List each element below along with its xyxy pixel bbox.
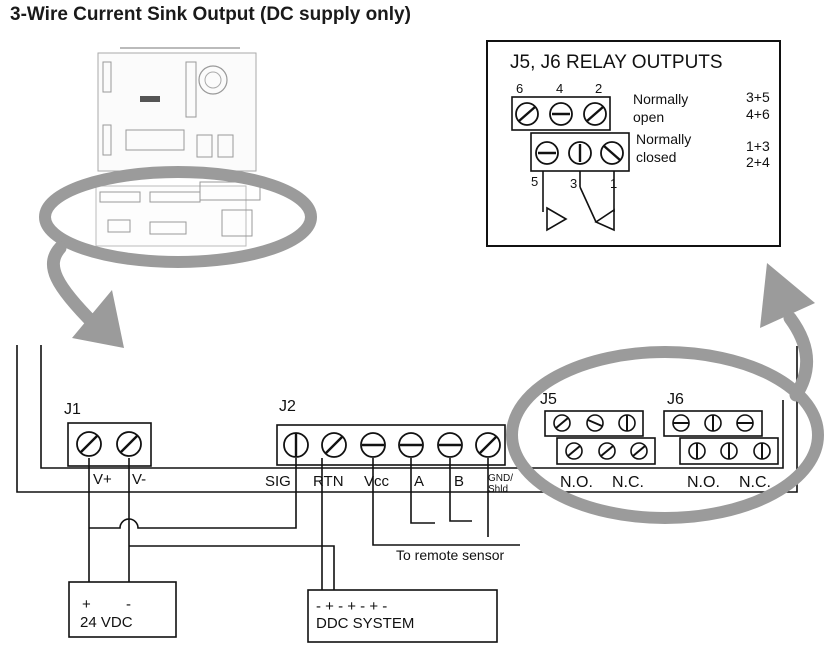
ddc-system-label: DDC SYSTEM <box>316 615 414 632</box>
arrow-right-head <box>760 263 815 328</box>
j2-screw-rtn <box>321 432 347 458</box>
j1-label: J1 <box>64 401 81 418</box>
j6-nc-label: N.C. <box>739 474 771 491</box>
normally-closed-line2: closed <box>636 149 676 165</box>
normally-open-line2: open <box>633 109 664 125</box>
j1-terminal-vplus-label: V+ <box>93 471 112 488</box>
j2-screw-gnd <box>475 432 501 458</box>
ddc-polarity-label: - + - + - + - <box>316 598 387 615</box>
j2-terminal-b-label: B <box>454 473 464 490</box>
j1-terminal-vminus-label: V- <box>132 471 146 488</box>
board-outline <box>16 345 798 493</box>
arrow-left-shaft <box>46 241 102 332</box>
relay-screw-1 <box>600 141 624 165</box>
relay-terminal-6-label: 6 <box>516 81 523 96</box>
j2-screw-vcc <box>360 432 386 458</box>
relay-screw-4 <box>549 102 573 126</box>
j2-screw-a <box>398 432 424 458</box>
j5-top-screws <box>553 414 636 432</box>
wiring <box>88 458 520 590</box>
j2-label: J2 <box>279 398 296 415</box>
j2-terminal-a-label: A <box>414 473 424 490</box>
j6-no-label: N.O. <box>687 474 720 491</box>
j2-screw-sig <box>283 432 309 458</box>
relay-box-title: J5, J6 RELAY OUTPUTS <box>510 52 723 73</box>
board-thumbnail <box>95 47 261 247</box>
remote-sensor-label: To remote sensor <box>396 547 504 563</box>
relay-screw-5 <box>535 141 559 165</box>
arrow-left-head <box>72 290 124 348</box>
relay-terminal-5-label: 5 <box>531 174 538 189</box>
arrow-right-shaft <box>783 311 814 402</box>
highlight-ellipse-right <box>506 346 824 524</box>
supply-box <box>68 581 177 638</box>
relay-screw-2 <box>583 102 607 126</box>
supply-minus-label: - <box>126 596 131 613</box>
j2-terminal-sig-label: SIG <box>265 473 291 490</box>
supply-voltage-label: 24 VDC <box>80 614 133 631</box>
no-pair-1: 3+5 <box>746 89 770 105</box>
highlight-ellipse-left <box>39 166 317 268</box>
j2-terminal-vcc-label: Vcc <box>364 473 390 490</box>
page-title: 3-Wire Current Sink Output (DC supply on… <box>10 4 411 25</box>
j1-screw-vplus <box>76 431 102 457</box>
j2-terminal-block <box>276 424 506 466</box>
j2-terminal-rtn-label: RTN <box>313 473 344 490</box>
normally-closed-line1: Normally <box>636 131 691 147</box>
j2-terminal-gnd-line1: GND/ <box>488 473 513 484</box>
relay-terminal-4-label: 4 <box>556 81 563 96</box>
j5-label: J5 <box>540 391 557 408</box>
relay-contact-symbols <box>542 171 615 232</box>
supply-plus-label: + <box>82 596 91 613</box>
relay-terminal-2-label: 2 <box>595 81 602 96</box>
j5-bottom-screws <box>565 442 648 460</box>
j1-screw-vminus <box>116 431 142 457</box>
relay-terminal-3-label: 3 <box>570 176 577 191</box>
j6-top-screws <box>672 414 754 432</box>
relay-screw-6 <box>515 102 539 126</box>
normally-open-line1: Normally <box>633 91 688 107</box>
nc-pair-1: 1+3 <box>746 138 770 154</box>
j5-no-label: N.O. <box>560 474 593 491</box>
relay-screw-3 <box>568 141 592 165</box>
j5-nc-label: N.C. <box>612 474 644 491</box>
j2-screw-b <box>437 432 463 458</box>
j6-label: J6 <box>667 391 684 408</box>
ddc-system-box <box>307 589 498 643</box>
no-pair-2: 4+6 <box>746 106 770 122</box>
nc-pair-2: 2+4 <box>746 154 770 170</box>
j2-terminal-gnd-line2: Shld <box>488 484 508 495</box>
j6-bottom-screws <box>688 442 771 460</box>
